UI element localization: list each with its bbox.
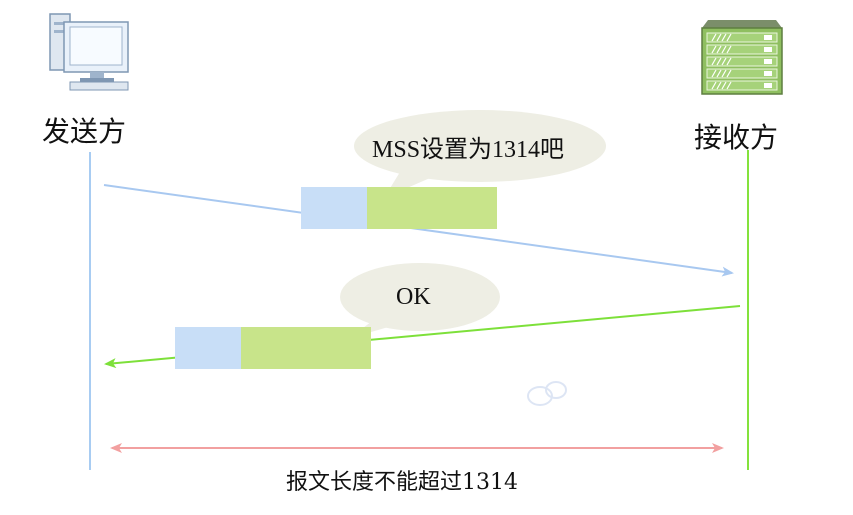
computer-icon — [49, 13, 129, 91]
request-message-text: MSS设置为1314吧 — [372, 137, 565, 163]
sender-label: 发送方 — [42, 115, 127, 148]
reply-packet — [175, 327, 371, 369]
length-caption: 报文长度不能超过1314 — [286, 470, 518, 495]
server-icon — [701, 20, 783, 95]
wechat-watermark-icon — [527, 381, 567, 406]
reply-message-text: OK — [396, 284, 431, 310]
request-packet — [301, 187, 497, 229]
receiver-label: 接收方 — [694, 121, 779, 154]
